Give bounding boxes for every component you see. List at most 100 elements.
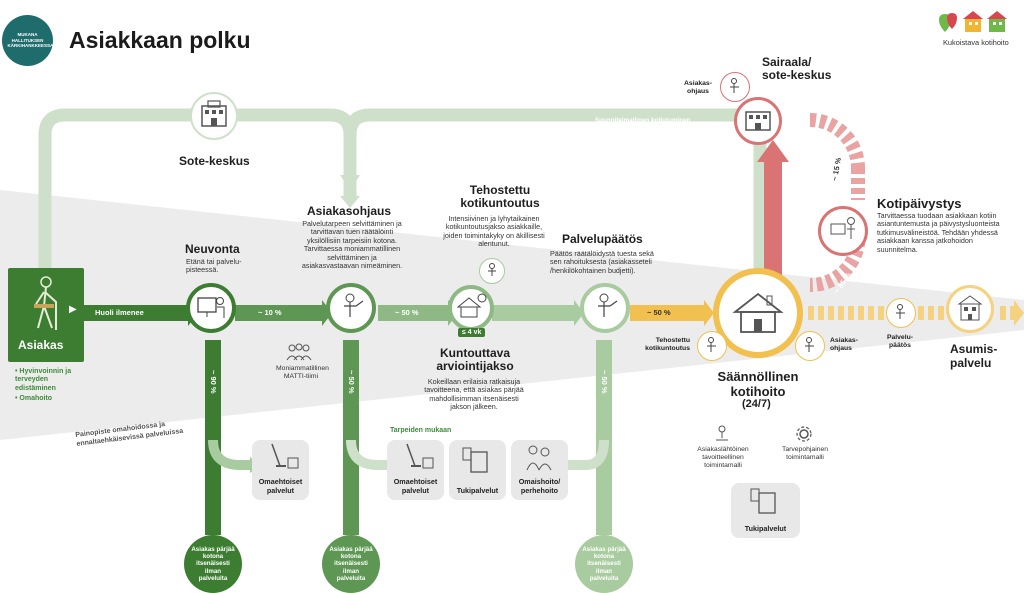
page-title: Asiakkaan polku [69, 27, 251, 53]
asiakasohjaus-top-circle [720, 72, 750, 102]
asiakasohjaus-top-label: Asiakas-ohjaus [684, 80, 712, 95]
asiakaslahtoinen-icon [713, 424, 731, 442]
asiakasohjaus-right-circle [795, 331, 825, 361]
huoli-label: Huoli ilmenee [95, 308, 144, 317]
card-tukipalvelut-1-label: Tukipalvelut [456, 485, 499, 495]
asiakasohjaus-right-label: Asiakas-ohjaus [830, 337, 858, 352]
outcome-badge-1-text: Asiakas pärjää kotona itsenäisesti ilman… [191, 545, 235, 582]
palvelupaatos-circle [580, 283, 630, 333]
bullet-hyvinvointi: • Hyvinvoinnin ja terveyden edistäminen [15, 368, 72, 392]
computer-user-icon [197, 297, 225, 318]
tehostettu-kk-label: Tehostettu kotikuntoutus [645, 337, 690, 352]
outcome-badge-1: Asiakas pärjää kotona itsenäisesti ilman… [184, 535, 242, 593]
caregiver-icon [526, 445, 552, 471]
pct-50-down2-label: ~ 50 % [600, 370, 609, 394]
red-arrow-up [764, 160, 782, 275]
chevron-right-icon: ▶ [69, 304, 77, 315]
rehab-small-icon [707, 337, 716, 352]
decision-small-icon [896, 304, 905, 319]
card-omaishoito-label: Omaishoito/ perhehoito [518, 477, 561, 495]
kuntouttava-badge: ≤ 4 vk [458, 328, 486, 337]
asiakasohjaus-label: Asiakasohjaus [307, 204, 392, 218]
neuvonta-circle [186, 283, 236, 333]
palvelupaatos-right-label: Palvelu-päätös [886, 334, 914, 349]
kuntouttava-desc: Kokeillaan erilaisia ratkaisuja tavoitte… [424, 377, 524, 412]
logo-left-text: MUKANA HALLITUKSEN KÄRKIHANKKEESSA [7, 32, 54, 49]
elderly-person-icon [34, 276, 57, 330]
home-emergency-icon [830, 217, 855, 239]
hospital-icon [745, 111, 771, 131]
mop-bucket-icon [271, 443, 299, 469]
suunnitelmallinen-label: Suunnitelmallinen kotiutuminen [595, 117, 691, 124]
sairaala-circle [734, 97, 782, 145]
card-omaehtoiset-2-label: Omaehtoiset palvelut [393, 477, 438, 495]
logo-right: Kukoistava kotihoito [935, 10, 1020, 48]
gear-icon [794, 424, 814, 444]
asiakas-label: Asiakas [18, 338, 64, 352]
kuntouttava-label: Kuntouttava arviointijakso [436, 346, 514, 373]
pct-10-label: ~ 10 % [258, 308, 282, 317]
logo-right-text: Kukoistava kotihoito [943, 38, 1009, 47]
card-tukipalvelut-2: Tukipalvelut [731, 483, 800, 538]
palvelupaatos-desc: Päätös räätälöidystä tuesta sekä sen rah… [550, 249, 654, 275]
card-tukipalvelut-2-label: Tukipalvelut [744, 523, 787, 533]
asiakasohjaus-desc: Palvelutarpeen selvittäminen ja tarvitta… [301, 219, 403, 271]
asiakasohjaus-circle [326, 283, 376, 333]
moniammatillinen-label: Moniammatillinen MATTI-tiimi [276, 365, 329, 380]
card-omaishoito: Omaishoito/ perhehoito [511, 440, 568, 500]
down-arrow-1 [205, 340, 221, 535]
bullet-omahoito: • Omahoito [15, 395, 53, 403]
outcome-badge-3-text: Asiakas pärjää kotona itsenäisesti ilman… [582, 545, 626, 582]
pct-90-label: ~ 90 % [209, 370, 218, 394]
kuntouttava-circle [448, 285, 494, 331]
kotipaivystys-circle [818, 206, 868, 256]
card-omaehtoiset-1: Omaehtoiset palvelut [252, 440, 309, 500]
outcome-badge-2: Asiakas pärjää kotona itsenäisesti ilman… [322, 535, 380, 593]
matti-team-icon [284, 342, 314, 362]
sairaala-label: Sairaala/ sote-keskus [762, 55, 832, 82]
asumispalvelu-label: Asumis-palvelu [950, 342, 998, 370]
pct-50a-label: ~ 50 % [395, 308, 419, 317]
house-clock-icon [456, 293, 487, 318]
neuvonta-label: Neuvonta [185, 242, 240, 256]
card-omaehtoiset-1-label: Omaehtoiset palvelut [258, 477, 303, 495]
shopping-bag-icon [462, 447, 488, 473]
logo-left: MUKANA HALLITUKSEN KÄRKIHANKKEESSA [2, 15, 53, 66]
guide-person-icon [344, 293, 364, 317]
pct-50-down1-label: ~ 50 % [347, 370, 356, 394]
asiakaslahtoinen-label: Asiakaslähtöinen tavoitteellinen toimint… [697, 446, 749, 469]
kotipaivystys-desc: Tarvittaessa tuodaan asiakkaan kotiin as… [877, 211, 1000, 254]
asiakas-box: Asiakas [8, 268, 84, 362]
guide-small-icon [730, 78, 739, 93]
guide-small-icon-2 [805, 337, 814, 352]
asumispalvelu-circle [946, 285, 994, 333]
pct-50b-label: ~ 50 % [647, 308, 671, 317]
sote-keskus-icon-circle [190, 92, 238, 140]
tarvepohjainen-label: Tarvepohjainen toimintamalli [781, 446, 829, 461]
mop-bucket-icon-2 [406, 443, 434, 469]
down-arrow-2 [343, 340, 359, 535]
card-tukipalvelut-1: Tukipalvelut [449, 440, 506, 500]
home-icon [732, 292, 784, 333]
kotipaivystys-label: Kotipäivystys [877, 196, 962, 211]
card-omaehtoiset-2: Omaehtoiset palvelut [387, 440, 444, 500]
building-icon [201, 100, 227, 127]
apartment-icon [957, 295, 983, 321]
outcome-badge-3: Asiakas pärjää kotona itsenäisesti ilman… [575, 535, 633, 593]
tehostettu-label: Tehostettu kotikuntoutus [460, 183, 540, 210]
tehostettu-small-circle [479, 258, 505, 284]
shopping-bag-icon-2 [750, 488, 776, 514]
tehostettu-desc: Intensiivinen ja lyhytaikainen kotikunto… [443, 214, 545, 249]
saannollinen-sub: (24/7) [742, 398, 771, 410]
down-arrow-3 [596, 340, 612, 535]
palvelupaatos-label: Palvelupäätös [562, 232, 643, 246]
tehostettu-kk-circle [697, 331, 727, 361]
rehab-person-icon [488, 263, 496, 276]
neuvonta-desc: Etänä tai palvelu-pisteessä. [186, 257, 242, 275]
outcome-badge-2-text: Asiakas pärjää kotona itsenäisesti ilman… [329, 545, 373, 582]
sote-keskus-label: Sote-keskus [179, 154, 250, 168]
asiakas-bullets: • Hyvinvoinnin ja terveyden edistäminen … [15, 368, 85, 404]
saannollinen-circle [713, 268, 803, 358]
